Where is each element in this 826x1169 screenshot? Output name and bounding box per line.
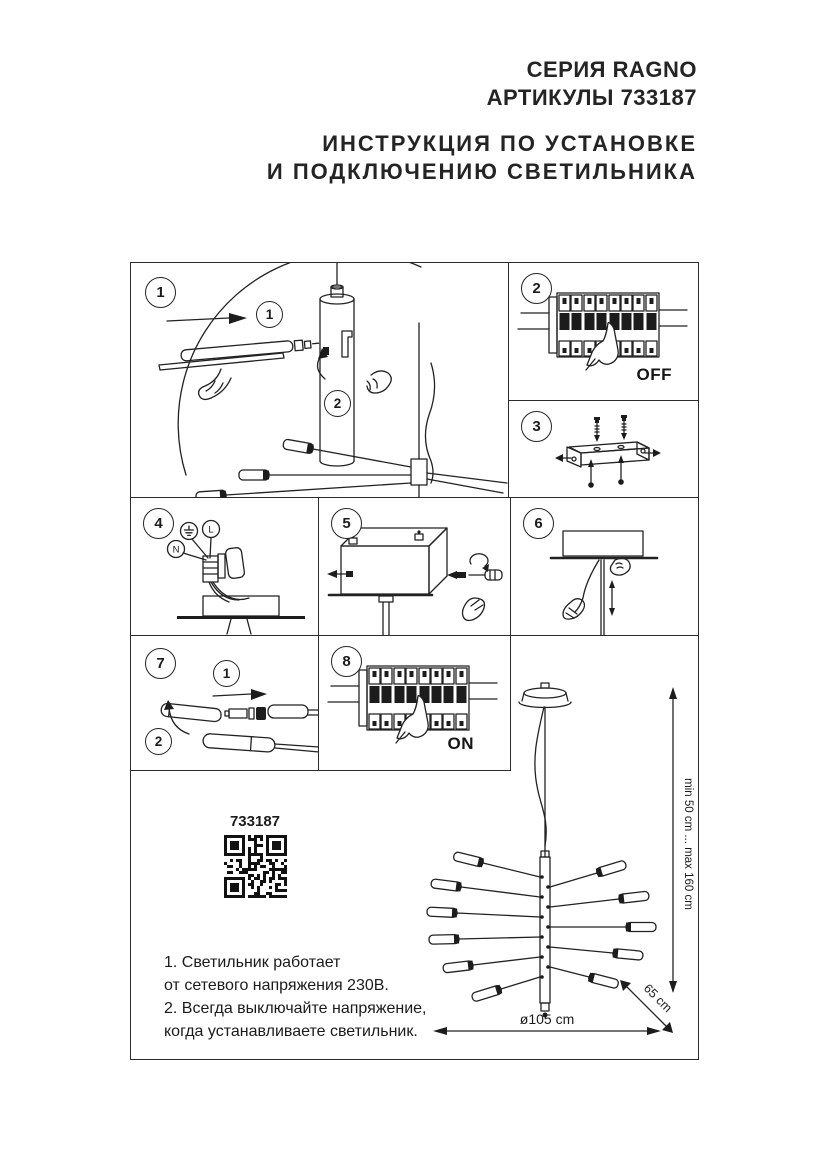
step-1-panel: 1 1 2 bbox=[131, 263, 509, 498]
screw-icon bbox=[594, 417, 600, 442]
note-line: когда устанавливаете светильник. bbox=[164, 1023, 418, 1040]
article-title: АРТИКУЛЫ 733187 bbox=[486, 85, 697, 110]
series-title: СЕРИЯ RAGNO bbox=[526, 57, 697, 82]
height-dimension-label: min 50 cm ... max 160 cm bbox=[682, 778, 694, 910]
step-4-panel: 4 N L bbox=[131, 498, 319, 636]
note-line: 1. Светильник работает bbox=[164, 954, 341, 971]
wiring-illustration: N L bbox=[166, 519, 305, 635]
cable-adjustment-illustration bbox=[549, 530, 659, 636]
fist-sketch bbox=[609, 557, 631, 576]
step-5-panel: 5 bbox=[319, 498, 511, 636]
step-number: 5 bbox=[331, 508, 362, 539]
chandelier-dimension-drawing: min 50 cm ... max 160 cm 65 cm ø105 cm bbox=[426, 682, 694, 1035]
step-2-panel: 2 bbox=[509, 263, 698, 401]
instruction-title-line2: И ПОДКЛЮЧЕНИЮ СВЕТИЛЬНИКА bbox=[266, 159, 697, 184]
instruction-title-line1: ИНСТРУКЦИЯ ПО УСТАНОВКЕ bbox=[322, 131, 697, 156]
diameter-dimension-label: ø105 cm bbox=[520, 1011, 574, 1027]
hand-sketch bbox=[562, 598, 586, 620]
qr-code-svg bbox=[223, 835, 287, 898]
step-number: 1 bbox=[145, 277, 176, 308]
projection-dimension-label: 65 cm bbox=[641, 981, 675, 1015]
rod-insertion-illustration bbox=[158, 263, 508, 498]
step-number: 4 bbox=[143, 508, 174, 539]
step-number: 7 bbox=[145, 648, 176, 679]
step-7-panel: 7 1 2 bbox=[131, 636, 319, 771]
tube-assembly-illustration bbox=[160, 689, 319, 753]
breaker-state-label: OFF bbox=[636, 365, 672, 384]
substep-number: 1 bbox=[256, 301, 283, 328]
breaker-state-label: ON bbox=[447, 734, 474, 753]
rod-arm bbox=[180, 339, 320, 362]
screw-icon bbox=[621, 415, 627, 440]
step-number: 3 bbox=[521, 411, 552, 442]
safety-notes: 1. Светильник работает от сетевого напря… bbox=[164, 951, 426, 1043]
step-8-panel: 8 ON bbox=[319, 636, 511, 771]
document-header: СЕРИЯ RAGNO АРТИКУЛЫ 733187 ИНСТРУКЦИЯ П… bbox=[267, 56, 697, 186]
note-line: 2. Всегда выключайте напряжение, bbox=[164, 1000, 427, 1017]
step-number: 6 bbox=[523, 508, 554, 539]
projection-dimension-line bbox=[626, 986, 667, 1027]
step-6-panel: 6 bbox=[511, 498, 698, 636]
substep-number: 2 bbox=[145, 728, 172, 755]
note-line: от сетевого напряжения 230В. bbox=[164, 977, 389, 994]
substep-number: 1 bbox=[213, 660, 240, 687]
article-block: 733187 bbox=[223, 813, 287, 903]
earth-ground-icon bbox=[179, 521, 199, 541]
right-hand-sketch bbox=[366, 370, 392, 394]
step-number: 2 bbox=[521, 273, 552, 304]
step-3-panel: 3 bbox=[509, 401, 698, 498]
mounting-bracket-illustration bbox=[555, 415, 661, 488]
canopy-fixing-illustration bbox=[327, 527, 503, 636]
left-hand-sketch bbox=[197, 368, 232, 401]
line-wire-label: L bbox=[208, 525, 213, 536]
article-number: 733187 bbox=[229, 813, 281, 830]
neutral-wire-label: N bbox=[173, 545, 180, 556]
substep-number: 2 bbox=[324, 390, 351, 417]
instruction-grid: 1 1 2 bbox=[130, 262, 699, 1060]
step-number: 8 bbox=[331, 646, 362, 677]
hand-sketch bbox=[461, 597, 486, 622]
